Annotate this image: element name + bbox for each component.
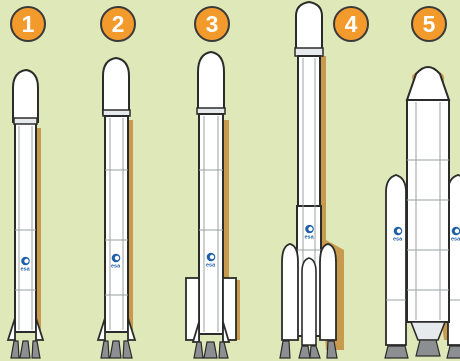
rocket-2-body xyxy=(104,115,129,333)
numbered-circle-icon xyxy=(100,6,136,42)
rocket-5-fairing xyxy=(405,66,451,101)
esa-logo-text: esa xyxy=(206,263,216,269)
numbered-circle-icon xyxy=(411,6,447,42)
esa-logo-icon: esa xyxy=(206,252,216,269)
badge-5-number: 5 xyxy=(423,11,436,37)
rocket-5-core xyxy=(406,99,450,323)
badge-2-number: 2 xyxy=(112,11,125,37)
esa-logo-icon: esa xyxy=(305,224,315,241)
rocket-1-body xyxy=(14,121,37,333)
numbered-circle-icon xyxy=(194,6,230,42)
rocket-3-right-pod xyxy=(222,277,237,341)
rocket-1-nozzles xyxy=(10,340,41,359)
esa-logo-text: esa xyxy=(111,264,121,270)
badge-3: 3 xyxy=(194,6,230,42)
esa-logo-icon: esa xyxy=(451,226,460,243)
rocket-5: esa esa xyxy=(384,66,460,359)
rocket-4-nozzles xyxy=(279,340,338,359)
badge-4: 4 xyxy=(333,6,369,42)
rocket-4-upper-stage xyxy=(297,55,321,207)
rocket-4-interstage xyxy=(294,47,324,57)
esa-logo-icon: esa xyxy=(21,256,31,273)
rocket-1-interstage xyxy=(13,117,38,125)
rocket-4: esa xyxy=(279,0,344,359)
esa-logo-text: esa xyxy=(451,237,460,243)
rocket-3: esa xyxy=(185,50,240,359)
esa-logo-icon: esa xyxy=(111,253,121,270)
rocket-3-nozzles xyxy=(193,341,229,359)
rocket-4-center-booster xyxy=(301,257,317,346)
rocket-1: esa xyxy=(6,68,45,359)
rocket-2-nozzles xyxy=(100,340,133,359)
rocket-5-skirt xyxy=(409,321,447,341)
rocket-1-fins xyxy=(6,317,45,341)
rocket-3-left-pod xyxy=(185,277,200,341)
rocket-2-fairing xyxy=(102,56,130,115)
badge-2: 2 xyxy=(100,6,136,42)
rocket-4-left-booster xyxy=(281,243,299,341)
rocket-3-fins xyxy=(191,321,231,343)
rocket-5-nozzles xyxy=(384,339,460,359)
rocket-1-fairing xyxy=(12,68,39,123)
badge-4-number: 4 xyxy=(345,11,358,37)
esa-logo-text: esa xyxy=(21,267,31,273)
esa-logo-text: esa xyxy=(393,237,403,243)
numbered-circle-icon xyxy=(10,6,46,42)
badge-1: 1 xyxy=(10,6,46,42)
rocket-5-left-booster xyxy=(385,174,407,346)
badge-1-number: 1 xyxy=(22,11,35,37)
esa-logo-text: esa xyxy=(305,235,315,241)
rocket-4-right-booster xyxy=(319,243,337,341)
badge-3-number: 3 xyxy=(206,11,219,37)
rocket-3-fairing xyxy=(197,50,225,113)
numbered-circle-icon xyxy=(333,6,369,42)
rocket-2: esa xyxy=(96,56,137,359)
rocket-3-body xyxy=(198,113,224,335)
esa-logo-icon: esa xyxy=(393,226,403,243)
badge-5: 5 xyxy=(411,6,447,42)
rocket-2-fins xyxy=(96,317,137,341)
rocket-4-fairing xyxy=(295,0,323,51)
rocket-1-shadow xyxy=(17,69,41,330)
